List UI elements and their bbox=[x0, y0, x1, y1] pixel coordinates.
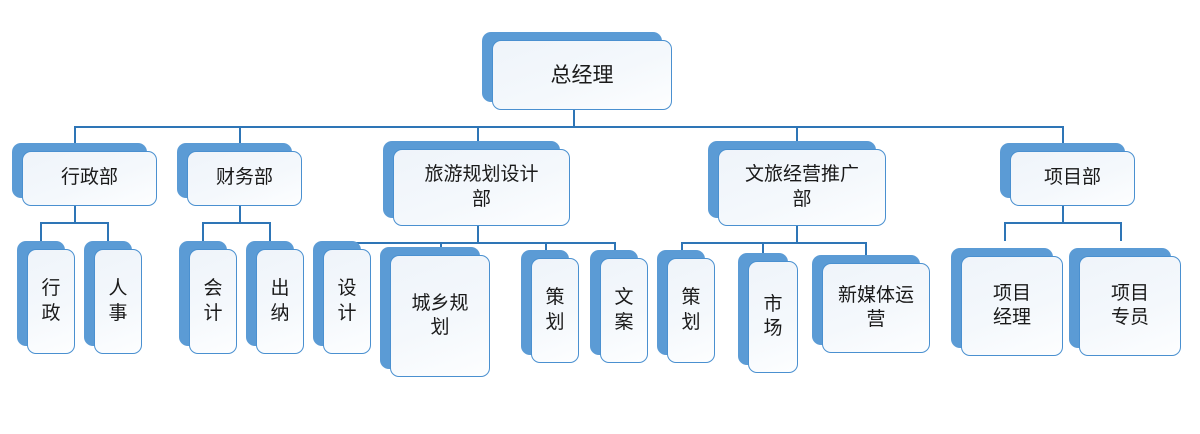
node-leaf-project-manager[interactable]: 项目经理 bbox=[951, 248, 1063, 356]
node-label: 文旅经营推广部 bbox=[744, 164, 859, 210]
node-label: 行政 bbox=[41, 278, 61, 324]
node-leaf-tourism-copywriting[interactable]: 文案 bbox=[590, 250, 648, 363]
node-dept-culture-tourism-promotion[interactable]: 文旅经营推广部 bbox=[708, 141, 886, 226]
connector-drop-dept-3 bbox=[796, 126, 798, 145]
node-leaf-tourism-planning[interactable]: 策划 bbox=[521, 250, 579, 363]
connector-drop-dept-0 bbox=[74, 126, 76, 145]
node-leaf-tourism-design[interactable]: 设计 bbox=[313, 241, 371, 354]
node-label: 城乡规划 bbox=[411, 292, 469, 338]
node-face: 策划 bbox=[667, 258, 715, 363]
connector-stem-dept-3 bbox=[796, 226, 798, 243]
node-label: 设计 bbox=[337, 278, 357, 324]
node-leaf-project-specialist[interactable]: 项目专员 bbox=[1069, 248, 1181, 356]
node-label: 策划 bbox=[545, 287, 565, 333]
node-face: 市场 bbox=[748, 261, 798, 373]
node-dept-administration[interactable]: 行政部 bbox=[12, 143, 157, 206]
node-face: 旅游规划设计部 bbox=[393, 149, 570, 226]
node-label: 出纳 bbox=[270, 278, 290, 324]
node-leaf-promotion-new-media[interactable]: 新媒体运营 bbox=[812, 255, 930, 353]
connector-drop-3-1 bbox=[762, 242, 764, 261]
node-face: 行政 bbox=[27, 249, 75, 354]
node-leaf-promotion-planning[interactable]: 策划 bbox=[657, 250, 715, 363]
node-label: 财务部 bbox=[215, 167, 273, 189]
node-label: 项目专员 bbox=[1110, 282, 1149, 328]
node-label: 文案 bbox=[614, 287, 634, 333]
connector-bar-dept-1 bbox=[202, 222, 271, 224]
connector-drop-1-1 bbox=[269, 222, 271, 241]
connector-root-stem bbox=[573, 110, 575, 127]
node-label: 旅游规划设计部 bbox=[424, 164, 539, 210]
connector-bar-dept-0 bbox=[40, 222, 109, 224]
connector-drop-0-0 bbox=[40, 222, 42, 241]
connector-stem-dept-0 bbox=[74, 206, 76, 223]
node-label: 项目经理 bbox=[992, 282, 1031, 328]
node-face: 城乡规划 bbox=[390, 255, 490, 377]
node-face: 设计 bbox=[323, 249, 371, 354]
node-face: 项目部 bbox=[1010, 151, 1135, 206]
node-leaf-promotion-market[interactable]: 市场 bbox=[738, 253, 798, 373]
node-face: 新媒体运营 bbox=[822, 263, 930, 353]
node-face: 出纳 bbox=[256, 249, 304, 354]
node-face: 会计 bbox=[189, 249, 237, 354]
connector-drop-dept-4 bbox=[1062, 126, 1064, 145]
connector-stem-dept-1 bbox=[239, 206, 241, 223]
connector-stem-dept-4 bbox=[1062, 206, 1064, 223]
node-dept-project[interactable]: 项目部 bbox=[1000, 143, 1135, 206]
node-face: 总经理 bbox=[492, 40, 672, 110]
node-dept-tourism-planning-design[interactable]: 旅游规划设计部 bbox=[383, 141, 570, 226]
node-face: 文案 bbox=[600, 258, 648, 363]
node-root-general-manager[interactable]: 总经理 bbox=[482, 32, 672, 110]
node-leaf-finance-cashier[interactable]: 出纳 bbox=[246, 241, 304, 354]
connector-main-trunk bbox=[74, 126, 1064, 128]
node-label: 总经理 bbox=[550, 62, 614, 87]
connector-drop-4-0 bbox=[1004, 222, 1006, 241]
node-label: 新媒体运营 bbox=[837, 284, 914, 330]
node-leaf-tourism-urban-rural-planning[interactable]: 城乡规划 bbox=[380, 247, 490, 377]
node-face: 人事 bbox=[94, 249, 142, 354]
connector-bar-dept-2 bbox=[336, 242, 616, 244]
node-label: 项目部 bbox=[1043, 167, 1101, 189]
node-label: 会计 bbox=[203, 278, 223, 324]
node-leaf-administration-admin[interactable]: 行政 bbox=[17, 241, 75, 354]
node-label: 市场 bbox=[763, 293, 783, 339]
node-face: 项目经理 bbox=[961, 256, 1063, 356]
node-face: 项目专员 bbox=[1079, 256, 1181, 356]
connector-drop-4-1 bbox=[1120, 222, 1122, 241]
node-label: 行政部 bbox=[60, 167, 118, 189]
connector-stem-dept-2 bbox=[477, 226, 479, 243]
connector-drop-dept-2 bbox=[477, 126, 479, 145]
node-label: 人事 bbox=[108, 278, 128, 324]
connector-drop-0-1 bbox=[107, 222, 109, 241]
connector-drop-dept-1 bbox=[239, 126, 241, 145]
node-leaf-finance-accounting[interactable]: 会计 bbox=[179, 241, 237, 354]
node-dept-finance[interactable]: 财务部 bbox=[177, 143, 302, 206]
connector-bar-dept-3 bbox=[681, 242, 867, 244]
node-label: 策划 bbox=[681, 287, 701, 333]
node-face: 行政部 bbox=[22, 151, 157, 206]
node-face: 财务部 bbox=[187, 151, 302, 206]
node-face: 策划 bbox=[531, 258, 579, 363]
node-face: 文旅经营推广部 bbox=[718, 149, 886, 226]
connector-bar-dept-4 bbox=[1004, 222, 1122, 224]
connector-drop-3-2 bbox=[865, 242, 867, 261]
node-leaf-administration-hr[interactable]: 人事 bbox=[84, 241, 142, 354]
connector-drop-1-0 bbox=[202, 222, 204, 241]
